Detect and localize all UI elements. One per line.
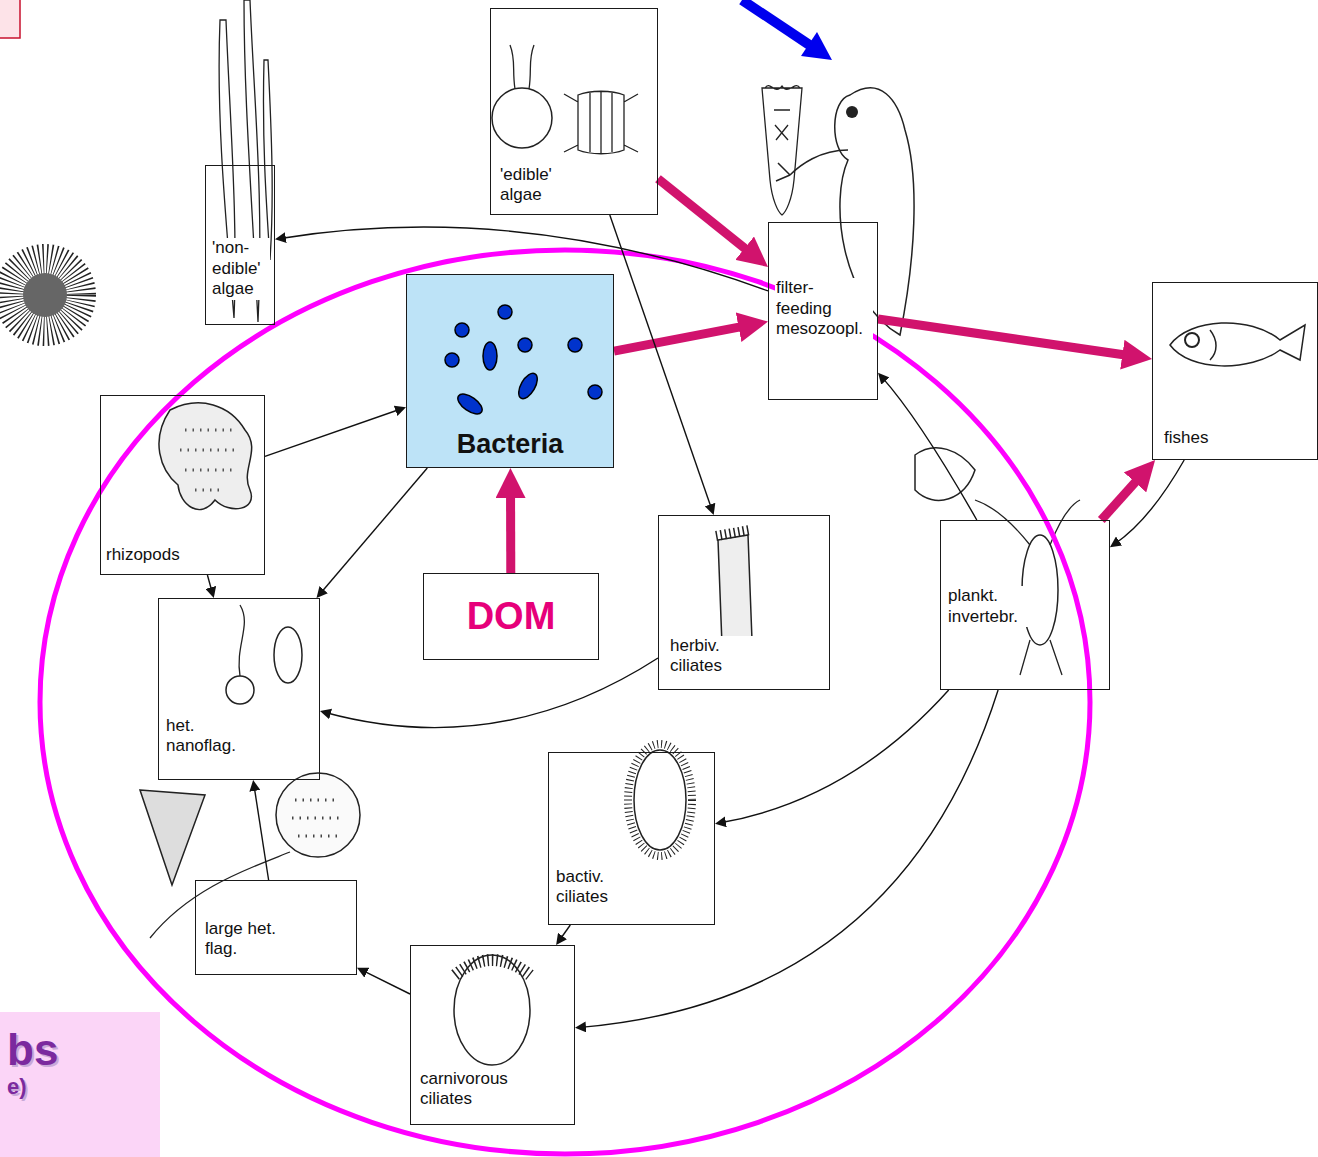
ciliate-cilia xyxy=(716,530,750,536)
bactiv-ciliate xyxy=(634,750,686,850)
node-label: rhizopods xyxy=(105,545,181,566)
node-label: large het. flag. xyxy=(204,919,306,960)
trophic-box: het. nanoflag. xyxy=(158,598,320,780)
input-arrow xyxy=(742,0,811,46)
trophic-box: 'edible' algae xyxy=(490,8,658,215)
food-link-arrow xyxy=(559,925,570,941)
trophic-box: filter- feeding mesozoopl. xyxy=(768,222,878,400)
amoeba xyxy=(159,403,252,509)
node-label: carnivorous ciliates xyxy=(419,1069,541,1110)
rod xyxy=(455,390,486,418)
food-link-arrow xyxy=(1115,460,1185,544)
node-label: plankt. invertebr. xyxy=(947,586,1044,627)
food-link-arrow xyxy=(581,690,999,1027)
daphnia-antenna xyxy=(776,150,848,181)
food-link-arrow xyxy=(882,377,977,520)
bacteria-box: Bacteria xyxy=(406,274,614,468)
trophic-box: rhizopods xyxy=(100,395,265,575)
title-tab: bse) xyxy=(0,1012,160,1157)
corner-tab xyxy=(0,0,20,38)
trophic-box: bactiv. ciliates xyxy=(548,752,715,925)
daphnia-eye xyxy=(846,106,858,118)
node-label: 'edible' algae xyxy=(499,165,571,206)
ciliate-crown xyxy=(455,960,530,975)
node-label: DOM xyxy=(466,593,557,639)
fish-eye xyxy=(1185,333,1199,347)
nanoflagellate xyxy=(274,627,302,683)
flagellum xyxy=(239,605,244,676)
node-label: e) xyxy=(6,1074,28,1101)
cell-granules xyxy=(292,800,344,836)
coccus xyxy=(498,305,512,319)
coccus xyxy=(455,323,469,337)
nanoflagellate xyxy=(226,676,254,704)
energy-flow-arrow xyxy=(614,324,753,351)
coccus xyxy=(568,338,582,352)
food-link-arrow xyxy=(362,970,410,994)
bacteria-cells xyxy=(445,305,602,418)
node-label: fishes xyxy=(1163,428,1209,449)
trophic-box: 'non- edible' algae xyxy=(205,165,275,325)
dom-box: DOM xyxy=(423,573,599,660)
trophic-box: plankt. invertebr. xyxy=(940,520,1110,690)
trophic-box: fishes xyxy=(1152,282,1318,460)
trophic-box: large het. flag. xyxy=(195,880,357,975)
coccus xyxy=(445,353,459,367)
trophic-box: herbiv. ciliates xyxy=(658,515,830,690)
algae-flagella xyxy=(510,45,534,89)
microbial-loop-ring xyxy=(40,250,1090,1154)
node-label: bactiv. ciliates xyxy=(555,867,632,908)
algae-cell xyxy=(492,88,552,148)
amoeba-granules xyxy=(180,430,240,490)
algae-filament xyxy=(263,60,272,260)
node-label: bs xyxy=(6,1026,59,1074)
coccus xyxy=(588,385,602,399)
bacteria-fill xyxy=(406,274,614,468)
energy-flow-arrow xyxy=(878,319,1137,357)
energy-flow-arrow xyxy=(658,179,756,258)
heliozoan-spines xyxy=(9,259,81,331)
food-link-arrow xyxy=(280,227,768,291)
food-link-arrow xyxy=(325,658,658,728)
dinoflagellate xyxy=(140,790,205,885)
node-label: het. nanoflag. xyxy=(165,716,267,757)
node-label: herbiv. ciliates xyxy=(669,636,761,677)
rod xyxy=(483,342,497,370)
node-label: 'non- edible' algae xyxy=(211,238,270,300)
food-link-arrow xyxy=(320,468,427,594)
node-label: filter- feeding mesozoopl. xyxy=(775,278,873,340)
bactiv-ciliate-cilia xyxy=(628,744,692,856)
rod xyxy=(515,370,541,401)
coccus xyxy=(518,338,532,352)
trophic-box: carnivorous ciliates xyxy=(410,945,575,1125)
fish xyxy=(1170,323,1305,366)
heliozoan-body xyxy=(23,273,67,317)
herbiv-ciliate xyxy=(718,535,752,645)
algae-barrel xyxy=(564,91,638,154)
food-link-arrow xyxy=(265,409,401,456)
energy-flow-arrow xyxy=(1101,471,1145,520)
input-arrowhead xyxy=(801,32,832,60)
energy-flow-arrow xyxy=(506,483,515,573)
food-link-arrow xyxy=(254,785,269,880)
chaoborus-larva xyxy=(915,448,975,501)
node-label: Bacteria xyxy=(456,428,565,461)
food-link-arrow xyxy=(610,215,712,510)
carniv-ciliate xyxy=(454,955,530,1065)
food-link-arrow xyxy=(720,690,948,823)
rotifer xyxy=(762,86,802,215)
food-link-arrow xyxy=(207,575,212,593)
large-flagellate xyxy=(276,773,360,857)
